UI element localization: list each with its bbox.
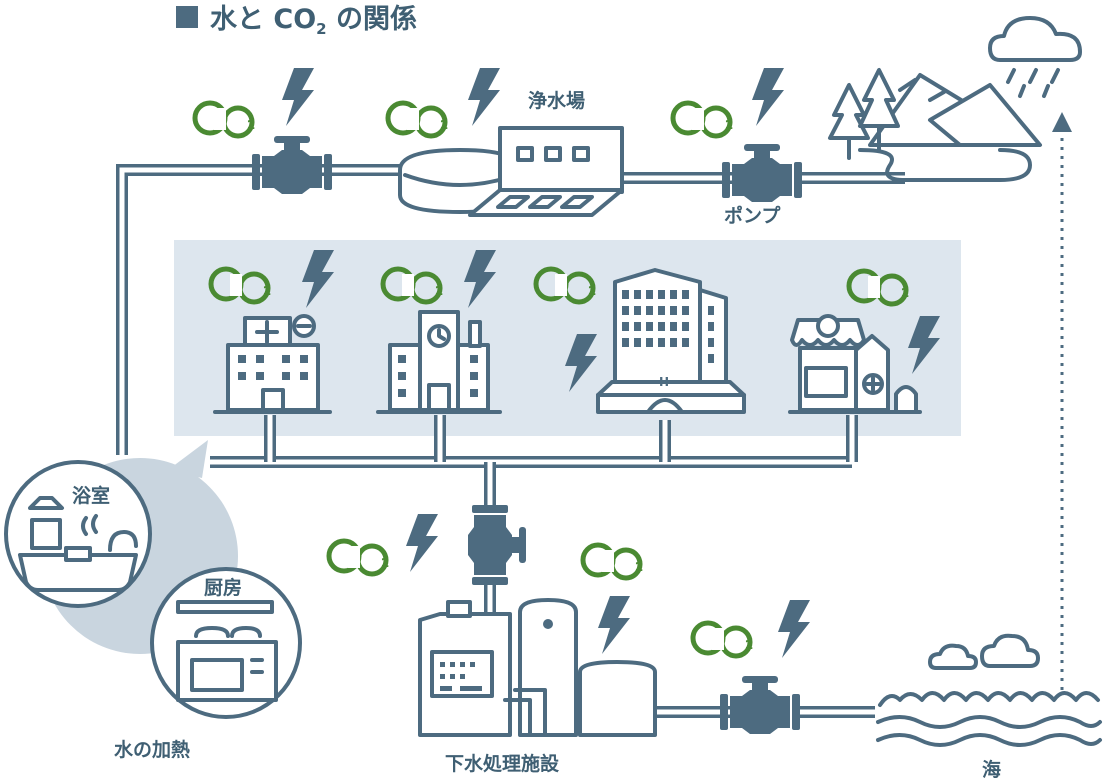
co2-icon: 2 — [388, 103, 448, 136]
kitchen-label: 厨房 — [204, 576, 242, 599]
svg-text:2: 2 — [263, 284, 271, 298]
lightning-icon — [282, 68, 314, 126]
bathroom-label: 浴室 — [72, 484, 110, 507]
valve-icon — [722, 144, 802, 202]
wave-icon — [876, 691, 1102, 747]
sewage-plant-label: 下水処理施設 — [445, 752, 560, 775]
svg-text:2: 2 — [588, 284, 596, 298]
svg-text:2: 2 — [435, 284, 443, 298]
lightning-icon — [598, 596, 630, 654]
page-title: 水と CO2 の関係 — [210, 4, 417, 38]
svg-text:2: 2 — [381, 556, 389, 570]
svg-text:2: 2 — [247, 118, 255, 132]
cloud-icon — [928, 633, 1040, 670]
school-icon — [376, 310, 502, 414]
lightning-icon — [468, 68, 500, 126]
co2-icon: 2 — [383, 269, 443, 302]
hotel-h-sign: H — [659, 375, 669, 389]
svg-text:2: 2 — [745, 638, 753, 652]
valve-icon — [720, 676, 800, 734]
co2-icon: 2 — [195, 103, 255, 136]
purification-plant — [398, 126, 624, 217]
title-marker-icon — [176, 6, 198, 28]
factory-icon — [418, 598, 657, 737]
svg-text:2: 2 — [635, 560, 643, 574]
tree-icon — [828, 68, 900, 160]
co2-icon: 2 — [211, 269, 271, 302]
lightning-icon — [406, 514, 438, 572]
svg-text:2: 2 — [440, 118, 448, 132]
rain-cloud-icon — [988, 16, 1082, 98]
title: 水と CO2 の関係 — [176, 4, 417, 38]
co2-icon: 2 — [583, 545, 643, 578]
water-heating-label: 水の加熱 — [114, 738, 190, 761]
co2-icon: 2 — [849, 271, 909, 304]
co2-icon: 2 — [693, 623, 753, 656]
svg-text:2: 2 — [901, 286, 909, 300]
bath-icon — [4, 460, 152, 608]
valve-icon — [468, 505, 526, 585]
arrow-up-icon — [1052, 112, 1072, 132]
sea-label: 海 — [982, 758, 1001, 781]
svg-text:2: 2 — [725, 118, 733, 132]
co2-icon: 2 — [329, 541, 389, 574]
kitchen-icon — [150, 567, 302, 719]
valve-icon — [252, 136, 332, 194]
co2-icon: 2 — [673, 103, 733, 136]
lightning-icon — [778, 600, 810, 658]
co2-icon: 2 — [536, 269, 596, 302]
purification-plant-label: 浄水場 — [528, 89, 585, 112]
lightning-icon — [752, 68, 784, 126]
hotel-icon: H — [596, 268, 746, 414]
hospital-icon — [213, 314, 332, 414]
mountain-icon — [858, 73, 1042, 182]
pump-label: ポンプ — [724, 204, 781, 227]
shop-icon — [788, 314, 922, 414]
